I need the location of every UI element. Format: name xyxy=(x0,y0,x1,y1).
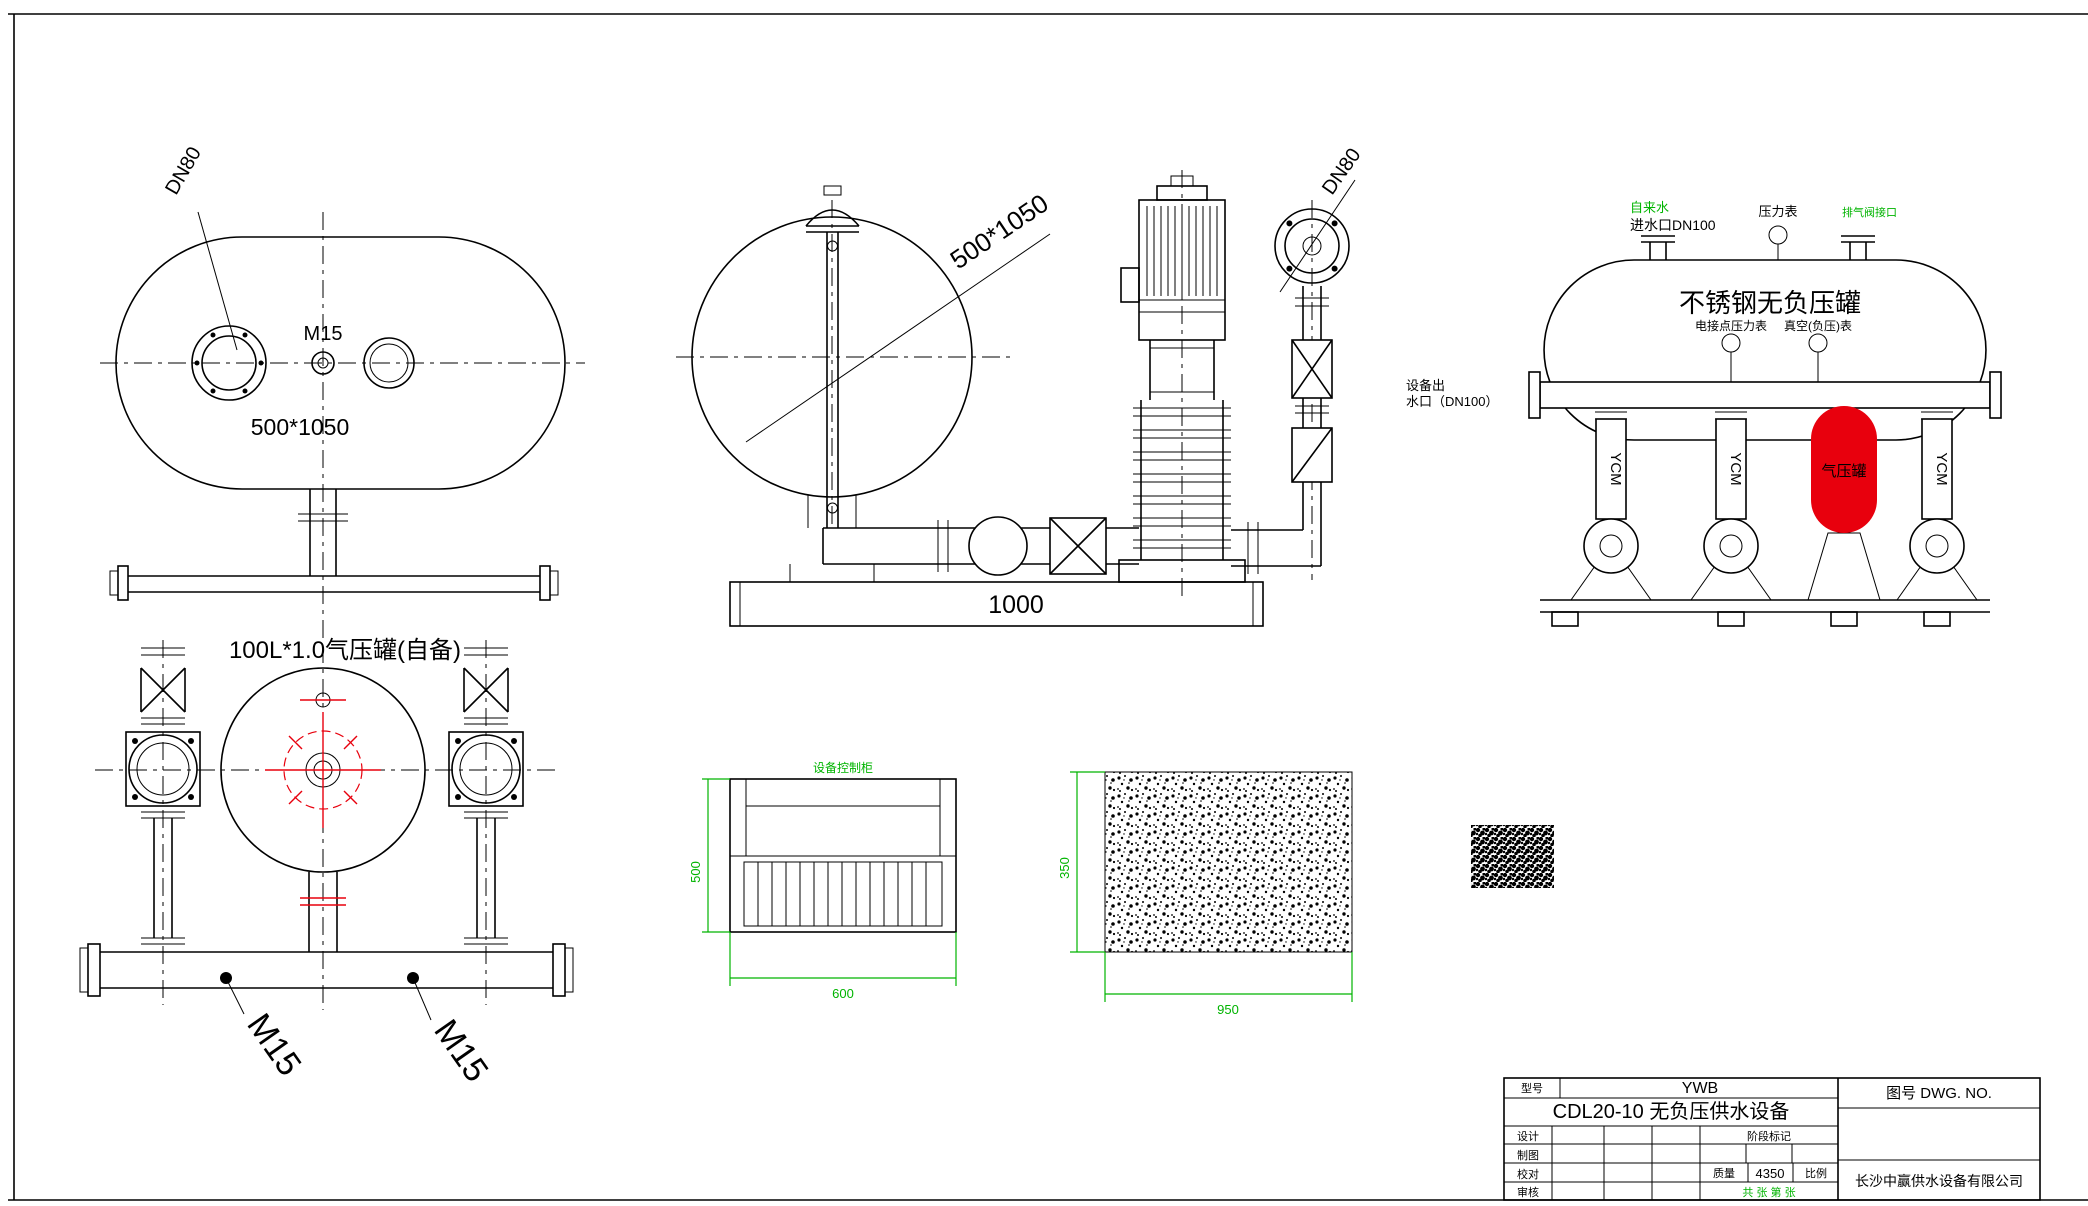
company-name: 长沙中赢供水设备有限公司 xyxy=(1855,1173,2023,1189)
elevation-dim-label: 500*1050 xyxy=(945,188,1054,275)
view-elevation: 500*1050 xyxy=(676,144,1365,627)
inlet-nozzle xyxy=(1641,235,1675,260)
assembly-base-rail xyxy=(1540,599,1990,627)
sheets-label: 共 张 第 张 xyxy=(1742,1185,1795,1199)
weight-label: 质量 xyxy=(1713,1167,1735,1180)
pump-model-label: YCM xyxy=(1933,452,1950,485)
vent-label: 排气阀接口 xyxy=(1842,205,1897,219)
view-tank-plan: 100L*1.0气压罐(自备) xyxy=(79,637,574,1089)
elevation-dn80-label: DN80 xyxy=(1318,144,1365,199)
valve-string-left xyxy=(125,647,201,945)
tank-flange-dn80 xyxy=(191,325,267,401)
tank-top-outline xyxy=(220,667,426,873)
assembly-tank-shell xyxy=(1543,259,1987,441)
view-foundation: 350 950 xyxy=(1057,771,1353,1017)
pump-unit-1: YCM xyxy=(1570,411,1652,601)
secondary-port xyxy=(363,337,415,389)
level-gauge xyxy=(805,185,860,528)
weight-value: 4350 xyxy=(1756,1166,1785,1181)
vertical-pump xyxy=(1118,175,1246,583)
vacuum-gauge-label: 真空(负压)表 xyxy=(1784,319,1852,333)
pump-unit-3: YCM xyxy=(1896,411,1978,601)
view-assembly: 不锈钢无负压罐 自来水 进水口DN100 压力表 排气阀接口 电接点压力表 xyxy=(1406,200,2002,627)
model-label: 型号 xyxy=(1521,1081,1543,1095)
base-platform: 1000 xyxy=(729,581,1264,627)
tank-shell xyxy=(115,236,566,490)
cabinet-dim-width: 600 xyxy=(832,986,854,1001)
inlet-label-2: 进水口DN100 xyxy=(1630,217,1716,233)
m15-right-label: M15 xyxy=(426,1013,495,1089)
suction-pipe xyxy=(789,495,1139,582)
tank-dim-label: 500*1050 xyxy=(251,414,350,440)
role-draft: 制图 xyxy=(1517,1149,1539,1162)
pump-model-label: YCM xyxy=(1607,452,1624,485)
assembly-tank-label: 不锈钢无负压罐 xyxy=(1679,288,1861,318)
dwg-no-label: 图号 DWG. NO. xyxy=(1886,1085,1992,1102)
role-design: 设计 xyxy=(1517,1130,1539,1143)
drawing-title: CDL20-10 无负压供水设备 xyxy=(1553,1100,1790,1123)
contact-gauge-label: 电接点压力表 xyxy=(1695,318,1767,333)
base-dim-label: 1000 xyxy=(988,591,1044,619)
tank-end-view xyxy=(691,216,973,498)
dn80-label: DN80 xyxy=(161,143,206,198)
inlet-label-1: 自来水 xyxy=(1630,200,1669,215)
pump-model-label: YCM xyxy=(1727,452,1744,485)
outlet-header xyxy=(1528,371,2002,419)
stage-label: 阶段标记 xyxy=(1747,1129,1791,1143)
role-approve: 审核 xyxy=(1517,1185,1539,1199)
pressure-gauge xyxy=(1768,225,1788,260)
valve-string-right xyxy=(448,647,524,945)
m15-left-label: M15 xyxy=(239,1007,308,1083)
anchor-pad-detail xyxy=(1471,825,1554,888)
center-fitting xyxy=(265,712,381,828)
gauge-label: 压力表 xyxy=(1758,204,1797,219)
plan-title: 100L*1.0气压罐(自备) xyxy=(229,637,461,664)
m15-port xyxy=(311,351,335,375)
air-pressure-tank: 气压罐 xyxy=(1807,406,1881,601)
title-block: 图号 DWG. NO. 长沙中赢供水设备有限公司 型号 YWB CDL20-10… xyxy=(1503,1077,2041,1201)
cabinet-caption: 设备控制柜 xyxy=(813,761,873,775)
view-cabinet: 设备控制柜 500 600 xyxy=(688,761,957,1001)
model-value: YWB xyxy=(1682,1080,1718,1097)
m15-label: M15 xyxy=(304,323,343,345)
view-tank-side: M15 500*1050 DN80 xyxy=(100,143,585,640)
foundation-dim-height: 350 xyxy=(1057,857,1072,879)
manifold xyxy=(79,943,574,1021)
outlet-label-2: 水口（DN100） xyxy=(1406,394,1498,409)
pump-unit-2: YCM xyxy=(1690,411,1772,601)
cabinet-dim-height: 500 xyxy=(688,861,703,883)
role-check: 校对 xyxy=(1517,1167,1539,1181)
foundation-stipple xyxy=(1104,771,1353,953)
motor-terminal-box xyxy=(1120,267,1140,303)
discharge-pipe xyxy=(1231,179,1356,574)
vent-nozzle xyxy=(1841,235,1875,260)
air-tank-label: 气压罐 xyxy=(1821,463,1866,480)
outlet-label-1: 设备出 xyxy=(1406,378,1445,393)
foundation-dim-width: 950 xyxy=(1217,1002,1239,1017)
scale-label: 比例 xyxy=(1805,1166,1827,1180)
